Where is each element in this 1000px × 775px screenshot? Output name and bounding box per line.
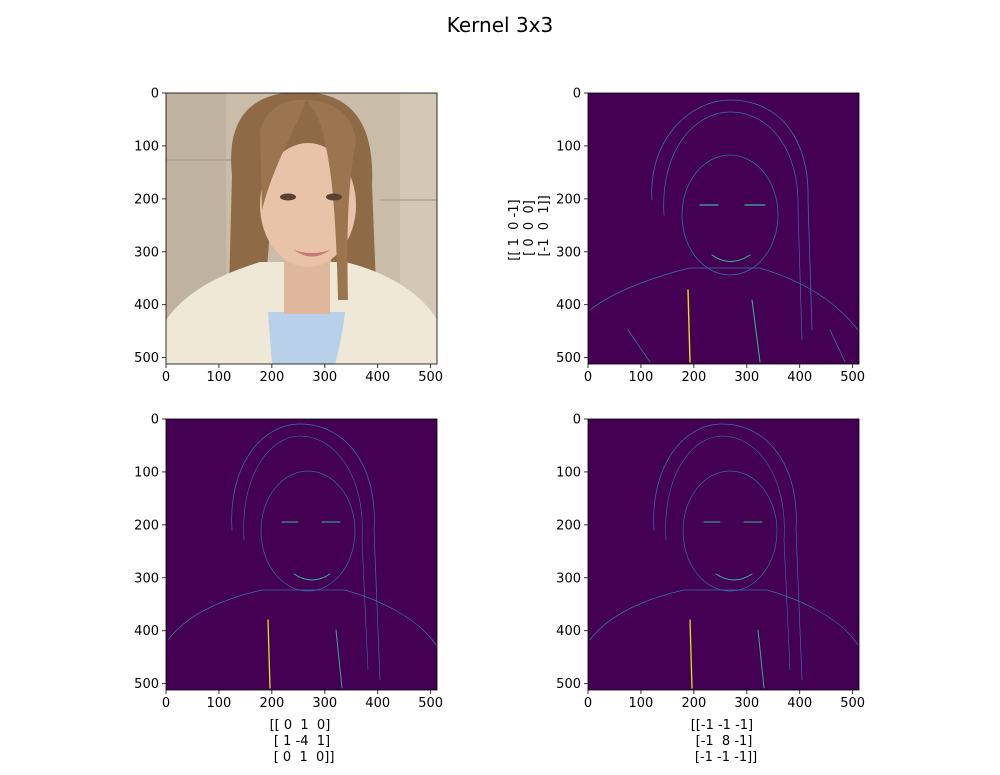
- x-axis-ticks: 0 100 200 300 400 500: [584, 690, 865, 711]
- x-axis-ticks: 0 100 200 300 400 500: [162, 364, 443, 385]
- y-tick-label: 100: [556, 465, 581, 480]
- x-tick-label: 100: [207, 370, 232, 385]
- photo-image: [166, 93, 437, 364]
- panel-kernel-diagonal: [[ 1 0 -1] [ 0 0 0] [-1 0 1]] 0 100 200 300…: [507, 87, 865, 386]
- edge-lines: [167, 423, 437, 689]
- x-tick-label: 300: [734, 696, 759, 711]
- y-axis-label-line-1: [[ 1 0 -1]: [507, 199, 522, 260]
- y-axis-ticks: 0 100 200 300 400 500: [134, 413, 166, 692]
- edge-lines: [589, 99, 859, 363]
- x-axis-label-line-2: [ 1 -4 1]: [270, 734, 330, 749]
- y-tick-label: 500: [556, 677, 581, 692]
- y-tick-label: 300: [556, 245, 581, 260]
- x-axis-label-line-1: [[ 0 1 0]: [270, 718, 331, 733]
- x-tick-label: 200: [259, 696, 284, 711]
- x-tick-label: 100: [629, 370, 654, 385]
- x-tick-label: 200: [681, 696, 706, 711]
- y-tick-label: 500: [134, 677, 159, 692]
- y-tick-label: 300: [134, 245, 159, 260]
- panel-original: 0 100 200 300 400 500 0 100 200 300 400 500: [134, 87, 443, 386]
- panel-kernel-laplacian-4: [[ 0 1 0] [ 1 -4 1] [ 0 1 0]] 0 100 200 300…: [134, 413, 443, 766]
- heatmap-background: [588, 419, 859, 690]
- x-tick-label: 200: [259, 370, 284, 385]
- y-tick-label: 0: [573, 413, 581, 428]
- x-tick-label: 100: [629, 696, 654, 711]
- x-tick-label: 500: [840, 696, 865, 711]
- x-tick-label: 500: [840, 370, 865, 385]
- x-axis-label-line-3: [-1 -1 -1]]: [691, 750, 758, 765]
- x-tick-label: 500: [418, 370, 443, 385]
- y-tick-label: 0: [151, 87, 159, 102]
- heatmap-background: [588, 93, 859, 364]
- x-axis-label: [[ 0 1 0] [ 1 -4 1] [ 0 1 0]]: [270, 718, 335, 765]
- x-tick-label: 300: [734, 370, 759, 385]
- panel-kernel-laplacian-8: [[-1 -1 -1] [-1 8 -1] [-1 -1 -1]] 0 100 20…: [556, 413, 865, 766]
- x-tick-label: 0: [584, 370, 592, 385]
- y-tick-label: 100: [134, 139, 159, 154]
- y-tick-label: 400: [134, 298, 159, 313]
- x-tick-label: 400: [365, 370, 390, 385]
- x-axis-label: [[-1 -1 -1] [-1 8 -1] [-1 -1 -1]]: [691, 718, 758, 765]
- axes-frame: [587, 418, 860, 691]
- figure-title: Kernel 3x3: [447, 13, 553, 37]
- y-axis-label: [[ 1 0 -1] [ 0 0 0] [-1 0 1]]: [507, 195, 552, 260]
- axes-frame: [587, 92, 860, 365]
- y-tick-label: 200: [134, 192, 159, 207]
- x-tick-label: 0: [584, 696, 592, 711]
- y-tick-label: 200: [134, 518, 159, 533]
- y-tick-label: 400: [134, 624, 159, 639]
- y-axis-label-line-3: [-1 0 1]]: [537, 195, 552, 260]
- y-tick-label: 200: [556, 192, 581, 207]
- x-tick-label: 400: [787, 370, 812, 385]
- y-tick-label: 0: [151, 413, 159, 428]
- x-tick-label: 300: [312, 696, 337, 711]
- y-tick-label: 500: [134, 351, 159, 366]
- y-tick-label: 0: [573, 87, 581, 102]
- x-tick-label: 400: [365, 696, 390, 711]
- x-tick-label: 300: [312, 370, 337, 385]
- y-axis-label-line-2: [ 0 0 0]: [522, 200, 537, 260]
- y-tick-label: 300: [134, 571, 159, 586]
- y-tick-label: 500: [556, 351, 581, 366]
- x-axis-label-line-2: [-1 8 -1]: [691, 734, 752, 749]
- y-axis-ticks: 0 100 200 300 400 500: [556, 87, 588, 366]
- x-tick-label: 0: [162, 370, 170, 385]
- heatmap-background: [166, 419, 437, 690]
- y-tick-label: 200: [556, 518, 581, 533]
- x-tick-label: 0: [162, 696, 170, 711]
- axes-frame: [165, 92, 438, 365]
- x-tick-label: 400: [787, 696, 812, 711]
- y-axis-ticks: 0 100 200 300 400 500: [134, 87, 166, 366]
- x-axis-label-line-1: [[-1 -1 -1]: [691, 718, 753, 733]
- y-axis-ticks: 0 100 200 300 400 500: [556, 413, 588, 692]
- x-axis-ticks: 0 100 200 300 400 500: [584, 364, 865, 385]
- x-axis-label-line-3: [ 0 1 0]]: [270, 750, 335, 765]
- y-tick-label: 400: [556, 624, 581, 639]
- x-tick-label: 200: [681, 370, 706, 385]
- y-tick-label: 300: [556, 571, 581, 586]
- y-tick-label: 100: [556, 139, 581, 154]
- y-tick-label: 400: [556, 298, 581, 313]
- x-tick-label: 100: [207, 696, 232, 711]
- y-tick-label: 100: [134, 465, 159, 480]
- axes-frame: [165, 418, 438, 691]
- edge-lines: [589, 423, 859, 689]
- x-tick-label: 500: [418, 696, 443, 711]
- x-axis-ticks: 0 100 200 300 400 500: [162, 690, 443, 711]
